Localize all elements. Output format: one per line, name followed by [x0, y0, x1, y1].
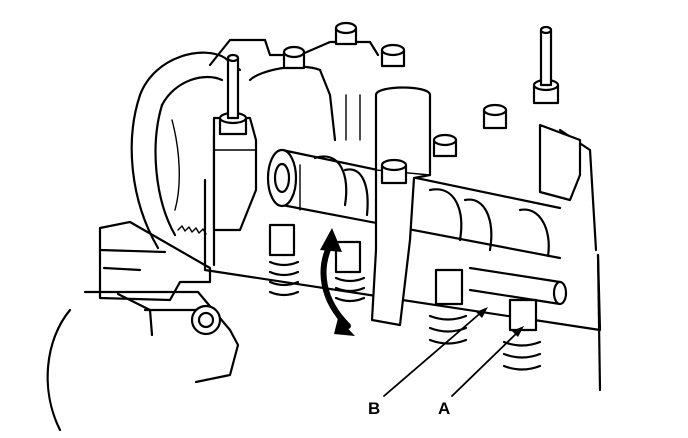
front-cover	[46, 220, 240, 432]
timing-belt-pulley	[130, 51, 242, 250]
leader-lines	[383, 307, 524, 397]
cap-bolts	[218, 21, 560, 185]
valve-spring-right-1	[428, 268, 468, 345]
callout-b-label: B	[368, 399, 380, 418]
bearing-cap-center	[370, 86, 432, 327]
valve-spring-left-2	[334, 240, 366, 303]
rotation-arrow	[320, 228, 355, 336]
valve-spring-left-1	[268, 223, 300, 297]
valve-spring-right-2	[502, 298, 542, 371]
bearing-cap-rear	[538, 123, 582, 202]
bearing-cap-front	[212, 116, 258, 232]
callout-a-label: A	[438, 399, 450, 418]
rocker-arm-shaft	[468, 266, 568, 306]
